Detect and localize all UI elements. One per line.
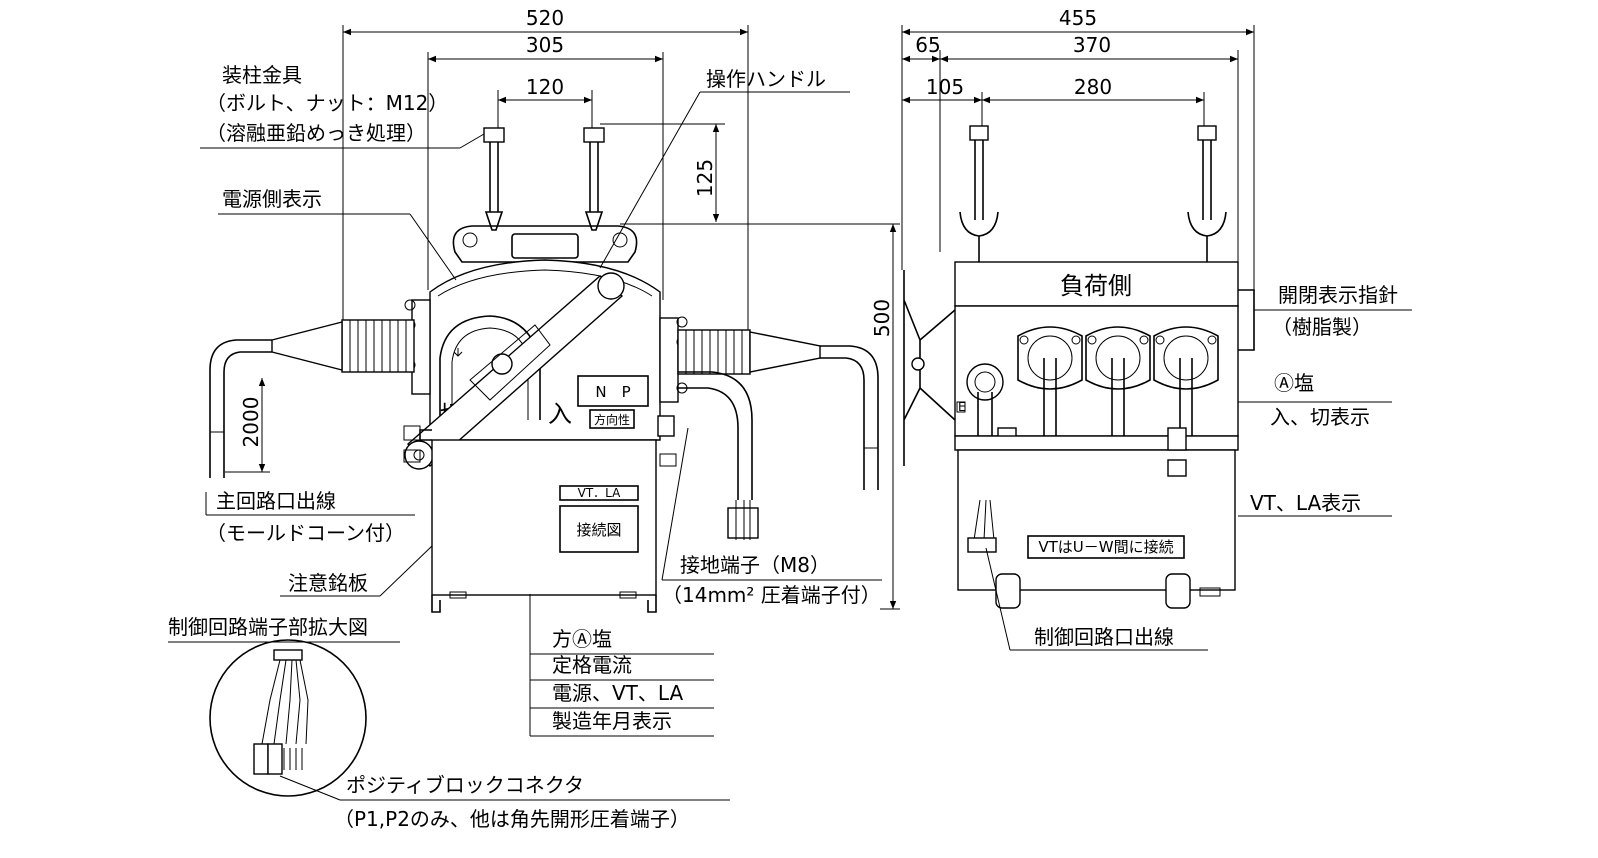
label-power-vt-la: 電源、VT、LA — [552, 681, 683, 705]
np-text: N P — [595, 383, 630, 401]
label-vt-la-display: VT、LA表示 — [1250, 491, 1361, 515]
lower-case — [431, 439, 657, 596]
label-mfg-date: 製造年月表示 — [552, 709, 672, 733]
np-plate — [577, 375, 649, 407]
mounting-bolt-right — [583, 127, 605, 231]
dim-305: 305 — [526, 33, 564, 57]
direction-text: 方向性 — [594, 412, 630, 427]
right-bellows — [677, 329, 879, 490]
side-bolt-left — [959, 125, 999, 262]
label-on-off-display: 入、切表示 — [1270, 405, 1370, 429]
label-resin: （樹脂製） — [1272, 315, 1372, 339]
control-bushing — [966, 363, 1004, 401]
e-mark: E — [958, 400, 966, 414]
label-p1p2: （P1,P2のみ、他は角先開形圧着端子） — [334, 807, 690, 831]
label-rated-current: 定格電流 — [552, 653, 632, 677]
label-mount-bolt: （ボルト、ナット：M12） — [206, 91, 448, 115]
vt-note: VTはU－W間に接続 — [1038, 538, 1173, 556]
vt-la-plate: VT．LA — [578, 486, 622, 500]
left-flange — [411, 299, 431, 395]
label-handle: 操作ハンドル — [706, 67, 826, 91]
wiring-plate: 接続図 — [576, 521, 621, 539]
dimensions-right: 455 65 370 105 280 — [901, 6, 1255, 300]
control-terminal-detail — [209, 639, 367, 797]
label-mold-cone: （モールドコーン付） — [206, 521, 405, 545]
hanger-bracket — [452, 225, 638, 263]
left-bellows — [209, 319, 415, 478]
iri-mark: 入 — [548, 400, 572, 428]
load-side-label: 負荷側 — [1060, 272, 1132, 300]
dim-105: 105 — [926, 75, 964, 99]
ground-terminal — [657, 415, 675, 437]
dim-2000: 2000 — [239, 397, 263, 448]
label-control-lead: 制御回路口出線 — [1034, 625, 1174, 649]
indicator-pointer — [1238, 289, 1255, 351]
label-power-side: 電源側表示 — [222, 187, 322, 211]
dim-280: 280 — [1074, 75, 1112, 99]
label-ground-terminal: 接地端子（M8） — [680, 553, 830, 577]
dim-370: 370 — [1073, 33, 1111, 57]
label-mount-fitting: 装柱金具 — [222, 63, 302, 87]
mounting-bolt-left — [483, 127, 505, 231]
labels: 装柱金具 （ボルト、ナット：M12） （溶融亜鉛めっき処理） 電源側表示 操作ハ… — [168, 63, 1398, 831]
label-crimp-terminal: （14mm² 圧着端子付） — [662, 583, 881, 607]
label-positive-lock: ポジティブロックコネクタ — [346, 773, 584, 797]
dim-455: 455 — [1059, 6, 1097, 30]
leader-lines — [168, 91, 1412, 801]
dim-120: 120 — [526, 75, 564, 99]
dimensions-left: 520 305 120 125 500 2000 — [225, 6, 900, 610]
side-view: 負荷側 E — [903, 125, 1255, 609]
label-main-lead: 主回路口出線 — [216, 489, 336, 513]
side-lower-box — [957, 449, 1236, 591]
dim-520: 520 — [526, 6, 564, 30]
label-nameplate-marks: 方Ⓐ塩 — [552, 627, 612, 651]
front-view: 切 入 N P 方向性 VT．LA 接続図 — [209, 127, 879, 613]
dim-125: 125 — [693, 159, 717, 197]
label-caution-plate: 注意銘板 — [288, 571, 368, 595]
label-open-close-pointer: 開閉表示指針 — [1278, 283, 1398, 307]
right-flange — [659, 317, 679, 403]
operating-handle[interactable] — [404, 272, 625, 470]
label-marks-a-salt: Ⓐ塩 — [1274, 371, 1314, 395]
dim-500: 500 — [870, 299, 894, 337]
side-bolt-right — [1187, 125, 1227, 262]
label-mount-plating: （溶融亜鉛めっき処理） — [206, 121, 426, 145]
label-control-detail: 制御回路端子部拡大図 — [168, 615, 368, 639]
dim-65: 65 — [915, 33, 940, 57]
